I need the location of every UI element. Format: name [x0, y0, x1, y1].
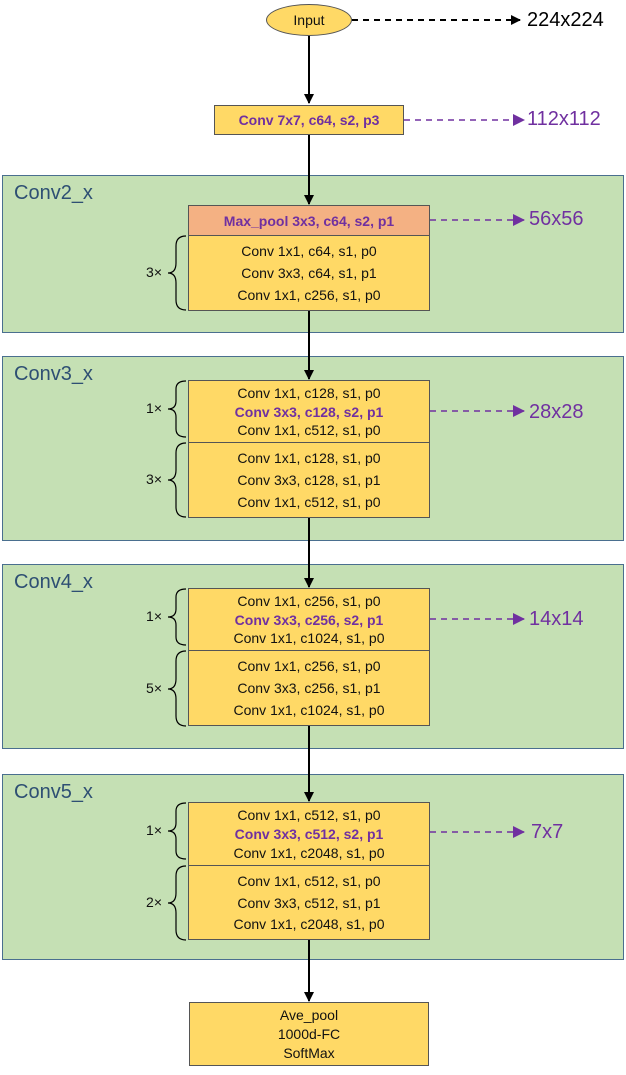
- layer-line: Conv 3x3, c64, s1, p1: [241, 265, 377, 281]
- input-label: Input: [293, 12, 325, 28]
- layer-line-stride: Conv 3x3, c256, s2, p1: [234, 611, 384, 628]
- head-block: Ave_pool 1000d-FC SoftMax: [189, 1002, 429, 1066]
- repeat-label: 1×: [146, 822, 162, 838]
- stage-title: Conv5_x: [14, 781, 93, 803]
- layer-line: Conv 1x1, c512, s1, p0: [237, 494, 381, 510]
- conv4-group-repeat: Conv 1x1, c256, s1, p0 Conv 3x3, c256, s…: [188, 650, 430, 726]
- layer-line: Conv 1x1, c512, s1, p0: [237, 872, 381, 889]
- size-label: 28x28: [529, 401, 584, 423]
- stage-title: Conv4_x: [14, 571, 93, 593]
- head-line: SoftMax: [283, 1045, 335, 1061]
- repeat-label: 1×: [146, 608, 162, 624]
- repeat-label: 1×: [146, 400, 162, 416]
- layer-line: Conv 1x1, c256, s1, p0: [237, 658, 381, 674]
- stage-title: Conv3_x: [14, 363, 93, 385]
- layer-line: Conv 3x3, c256, s1, p1: [237, 680, 381, 696]
- layer-line: Conv 1x1, c128, s1, p0: [237, 450, 381, 466]
- size-label: 112x112: [527, 108, 601, 130]
- stage-title: Conv2_x: [14, 182, 93, 204]
- layer-line-stride: Conv 3x3, c128, s2, p1: [234, 403, 384, 420]
- layer-line-stride: Conv 3x3, c512, s2, p1: [234, 826, 384, 842]
- conv5-group-downsample: Conv 1x1, c512, s1, p0 Conv 3x3, c512, s…: [188, 802, 430, 866]
- input-node: Input: [266, 4, 352, 36]
- layer-line: Conv 1x1, c1024, s1, p0: [233, 702, 385, 718]
- head-line: Ave_pool: [279, 1007, 339, 1023]
- layer-line: Conv 1x1, c256, s1, p0: [237, 592, 381, 609]
- layer-line: Conv 1x1, c512, s1, p0: [237, 422, 381, 439]
- layer-line: Conv 3x3, c512, s1, p1: [237, 894, 381, 911]
- conv3-group-downsample: Conv 1x1, c128, s1, p0 Conv 3x3, c128, s…: [188, 380, 430, 443]
- layer-line: Conv 1x1, c2048, s1, p0: [233, 845, 385, 861]
- layer-line: Conv 1x1, c256, s1, p0: [237, 287, 381, 303]
- conv1-block: Conv 7x7, c64, s2, p3: [214, 105, 404, 135]
- conv5-group-repeat: Conv 1x1, c512, s1, p0 Conv 3x3, c512, s…: [188, 865, 430, 940]
- layer-line: Conv 1x1, c1024, s1, p0: [233, 630, 385, 647]
- repeat-label: 5×: [146, 680, 162, 696]
- head-line: 1000d-FC: [277, 1026, 341, 1042]
- repeat-label: 2×: [146, 894, 162, 910]
- layer-line: Conv 1x1, c512, s1, p0: [237, 807, 381, 823]
- layer-line: Conv 3x3, c128, s1, p1: [237, 472, 381, 488]
- conv3-group-repeat: Conv 1x1, c128, s1, p0 Conv 3x3, c128, s…: [188, 442, 430, 518]
- maxpool-block: Max_pool 3x3, c64, s2, p1: [188, 205, 430, 236]
- size-label: 56x56: [529, 208, 584, 230]
- repeat-label: 3×: [146, 264, 162, 280]
- conv2-group: Conv 1x1, c64, s1, p0 Conv 3x3, c64, s1,…: [188, 235, 430, 311]
- conv1-label: Conv 7x7, c64, s2, p3: [238, 112, 380, 128]
- repeat-label: 3×: [146, 471, 162, 487]
- size-label: 224x224: [527, 9, 604, 31]
- conv4-group-downsample: Conv 1x1, c256, s1, p0 Conv 3x3, c256, s…: [188, 588, 430, 651]
- maxpool-label: Max_pool 3x3, c64, s2, p1: [223, 212, 395, 229]
- layer-line: Conv 1x1, c64, s1, p0: [241, 243, 377, 259]
- size-label: 7x7: [531, 821, 564, 843]
- size-label: 14x14: [529, 608, 584, 630]
- layer-line: Conv 1x1, c2048, s1, p0: [233, 916, 385, 933]
- layer-line: Conv 1x1, c128, s1, p0: [237, 384, 381, 401]
